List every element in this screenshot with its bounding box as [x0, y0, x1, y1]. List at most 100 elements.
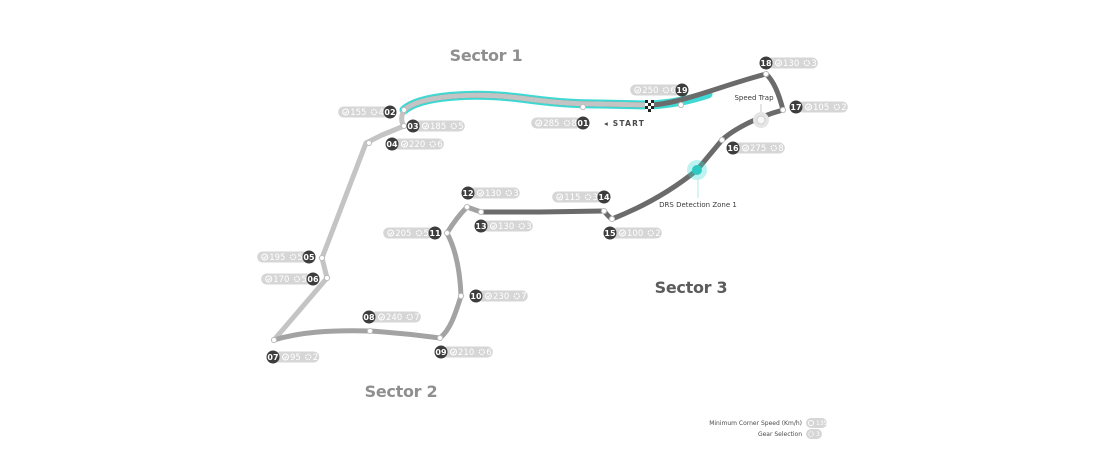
corner-gear: 6 [437, 140, 442, 150]
check-mark [379, 315, 384, 319]
corner-number: 10 [470, 292, 482, 301]
corner-number: 01 [577, 119, 589, 128]
corner-speed: 130 [498, 222, 514, 232]
corner-point [400, 122, 408, 130]
gear-icon [518, 222, 526, 230]
corner-gear: 6 [671, 86, 676, 96]
speedometer-icon [378, 313, 385, 321]
corner-speed: 220 [409, 140, 425, 150]
check-mark [537, 121, 541, 125]
speedometer-icon [805, 103, 812, 111]
sector-1-label: Sector 1 [450, 46, 523, 65]
corner-point [608, 215, 616, 223]
gear-icon [505, 189, 513, 197]
corner-speed: 205 [395, 229, 411, 239]
corner-speed: 240 [386, 313, 402, 323]
corner-point [762, 70, 770, 78]
gear-icon [563, 119, 571, 127]
corner-point [400, 106, 408, 114]
drs-label: DRS Detection Zone 1 [659, 201, 737, 209]
track-sector-2-straight [478, 208, 607, 215]
corner-speed: 170 [273, 275, 289, 285]
corner-point [677, 101, 685, 109]
legend: Minimum Corner Speed (Km/h) 135 Gear Sel… [709, 418, 828, 439]
corner-gear: 2 [655, 229, 660, 239]
corner-number-badge [603, 226, 617, 240]
gear-icon [406, 313, 414, 321]
speedometer-icon [387, 229, 395, 237]
legend-speed-sample: 135 [816, 420, 828, 427]
corner-info-pill [630, 84, 681, 96]
corner-number-badge [726, 141, 740, 155]
corner-info-pill [338, 106, 389, 118]
corner-gear: 3 [811, 59, 816, 69]
speed-trap-label: Speed Trap [734, 94, 774, 102]
check-mark [267, 277, 271, 281]
track-sector-1 [271, 107, 407, 343]
speedometer-icon [401, 140, 408, 148]
drs-detection-point [692, 165, 702, 175]
check-mark [743, 146, 748, 150]
corner-number: 13 [475, 222, 486, 231]
corner-speed: 130 [485, 189, 501, 199]
corner-number: 04 [386, 140, 398, 149]
gear-icon [289, 253, 297, 261]
corner-speed: 275 [750, 144, 766, 154]
corner-callout-04: 220 6 04 [365, 137, 444, 151]
corner-speed: 185 [430, 122, 446, 132]
corner-speed: 105 [813, 103, 829, 113]
speedometer-icon [775, 59, 782, 67]
corner-point [443, 229, 451, 237]
corner-gear: 6 [486, 348, 491, 358]
check-mark [263, 255, 267, 259]
legend-gear-sample: 3 [816, 431, 820, 438]
corner-number-badge [383, 105, 397, 119]
check-mark [389, 231, 393, 235]
gear-icon [808, 431, 814, 437]
gear-icon [304, 353, 312, 361]
legend-gear-label: Gear Selection [758, 431, 802, 438]
speedometer-icon [556, 193, 564, 201]
check-mark [344, 110, 348, 114]
corner-point [323, 274, 331, 282]
corner-speed: 195 [269, 253, 285, 263]
corner-number-badge [789, 100, 803, 114]
corner-speed: 100 [627, 229, 643, 239]
corner-gear: 8 [778, 144, 783, 154]
corner-speed: 250 [642, 86, 658, 96]
gear-icon [429, 140, 437, 148]
start-finish-flag [645, 100, 654, 112]
speedometer-icon [807, 419, 815, 427]
speedometer-icon [450, 348, 457, 356]
corner-number: 09 [435, 348, 447, 357]
legend-speed-label: Minimum Corner Speed (Km/h) [709, 420, 802, 427]
corner-number-badge [266, 350, 280, 364]
corner-number: 18 [760, 59, 772, 68]
corner-number-badge [469, 289, 483, 303]
check-mark [451, 350, 456, 354]
corner-point [463, 203, 471, 211]
corner-gear: 7 [521, 292, 526, 302]
corner-gear: 4 [379, 108, 384, 118]
check-mark [423, 124, 428, 128]
corner-point [318, 254, 326, 262]
corner-number-badge [461, 186, 475, 200]
gear-icon [584, 193, 592, 201]
check-mark [620, 231, 625, 235]
corner-number-badge [597, 190, 611, 204]
corner-point [270, 336, 278, 344]
sector-2-label: Sector 2 [365, 382, 438, 401]
corner-number-badge [759, 56, 773, 70]
speedometer-icon [619, 229, 626, 237]
corner-gear: 8 [572, 119, 577, 129]
